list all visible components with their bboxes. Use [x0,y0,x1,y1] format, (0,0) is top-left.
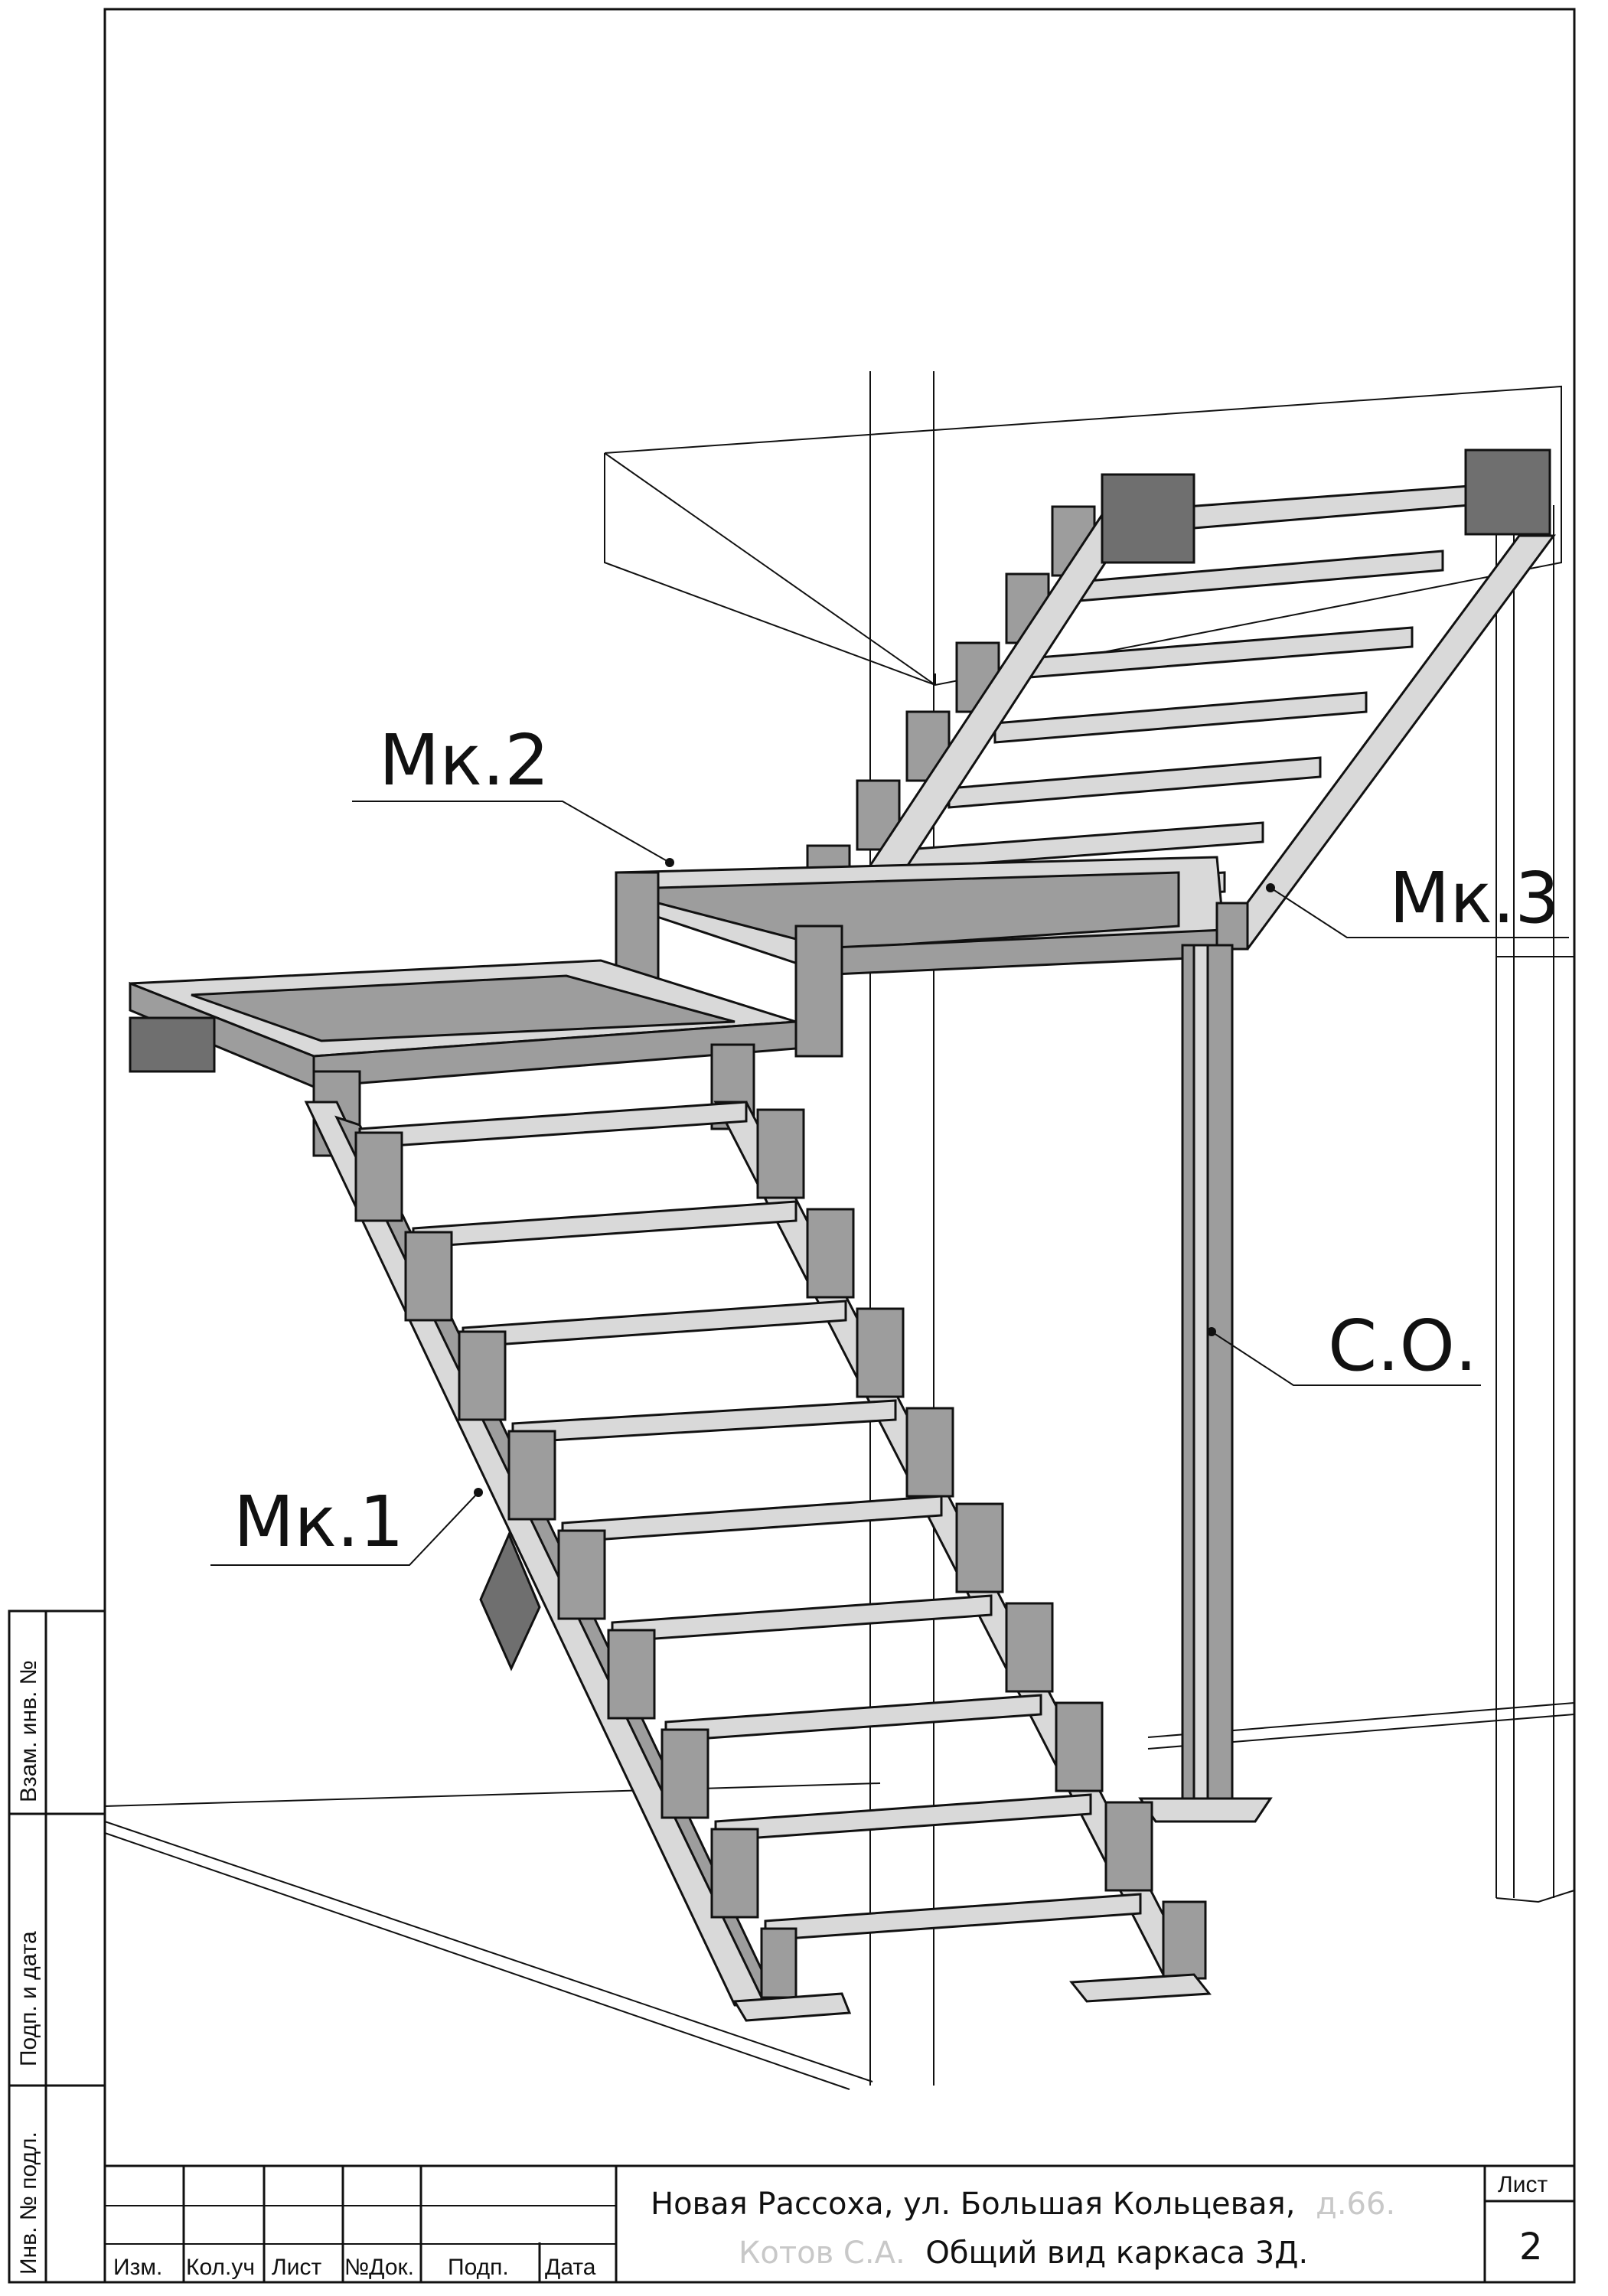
column-doc-number: №Док. [344,2255,414,2280]
title-house-number: д.66. [1316,2187,1395,2222]
landing-platform [615,856,1249,1058]
lower-step-block-left [458,1330,507,1421]
upper-tread [1028,626,1414,679]
lower-tread [664,1694,1042,1743]
sheet-label: Лист [1498,2172,1548,2197]
lower-step-block-left [507,1430,556,1521]
title-line-1: Новая Рассоха, ул. Большая Кольцевая, д.… [651,2187,1395,2222]
wall-bracket [129,1016,216,1073]
side-binding-strip: Взам. инв. № Подп. и дата Инв. № подл. [8,1609,106,2284]
floor-plate [1069,1973,1212,2003]
lower-step-block-right [1162,1900,1207,1980]
floor-plate [732,1992,852,2022]
lower-step-block-left [710,1828,759,1919]
lower-step-block-right [1104,1801,1153,1892]
upper-tread [948,756,1322,809]
column-list: Лист [272,2255,321,2280]
lower-frame-inner [191,974,736,1042]
lower-step-block-left [760,1927,797,1999]
callout-mk1: Мк.1 [210,1481,483,1566]
callout-so: С.О. [1207,1305,1481,1387]
lower-tread [511,1399,897,1444]
platform-leg [1215,902,1249,951]
lower-step-block-left [404,1231,453,1322]
lower-step-block-right [955,1502,1004,1593]
side-cell-replace-inv: Взам. инв. № [16,1660,41,1802]
lower-step-block-left [607,1629,656,1720]
upper-mount-plate [1464,448,1551,536]
lower-step-block-left [354,1131,403,1222]
column-kol-uch: Кол.уч [186,2255,255,2280]
callout-so-label: С.О. [1328,1305,1477,1387]
column-sign: Подп. [448,2255,509,2280]
title-block: Изм. Кол.уч Лист №Док. Подп. Дата Новая … [103,2164,1576,2284]
lower-step-block-right [905,1407,954,1498]
column-date: Дата [545,2255,596,2280]
wall-mount-plate [479,1531,541,1671]
lower-step-block-right [756,1108,805,1199]
lower-tread [561,1495,943,1544]
upper-tread [993,691,1368,744]
lower-tread [764,1893,1142,1942]
lower-step-block-left [660,1728,709,1819]
side-cell-sign-date: Подп. и дата [16,1931,41,2066]
callout-mk2-label: Мк.2 [379,719,550,801]
lower-landing-frame [129,959,797,1157]
lower-tread [412,1200,797,1249]
sheet-number: 2 [1519,2226,1543,2268]
context-wireframe [104,371,1575,2090]
lower-step-block-left [557,1529,606,1620]
platform-leg [794,925,843,1058]
lower-step-block-right [806,1208,855,1299]
title-address: Новая Рассоха, ул. Большая Кольцевая, [651,2187,1295,2222]
support-column [1138,944,1273,1823]
lower-tread [714,1793,1092,1842]
lower-step-block-right [1005,1602,1054,1693]
lower-tread [462,1300,847,1349]
title-line-2: Котов С.А. Общий вид каркаса 3Д. [739,2236,1308,2271]
side-cell-inv-original: Инв. № подл. [16,2131,41,2275]
title-author: Котов С.А. [739,2236,905,2271]
lower-step-block-right [856,1307,905,1398]
callout-mk3: Мк.3 [1266,857,1569,939]
upper-mount-plate [1101,473,1195,564]
column-izm: Изм. [113,2255,162,2280]
lower-step-block-right [1055,1701,1104,1792]
column-highlight [1192,944,1209,1804]
lower-flight [304,1101,1212,2022]
callout-mk3-label: Мк.3 [1389,857,1560,939]
title-drawing-name: Общий вид каркаса 3Д. [925,2236,1308,2271]
callout-mk1-label: Мк.1 [233,1481,404,1563]
lower-tread [358,1101,748,1150]
callout-mk2: Мк.2 [352,719,674,867]
column-base-plate [1138,1797,1273,1823]
